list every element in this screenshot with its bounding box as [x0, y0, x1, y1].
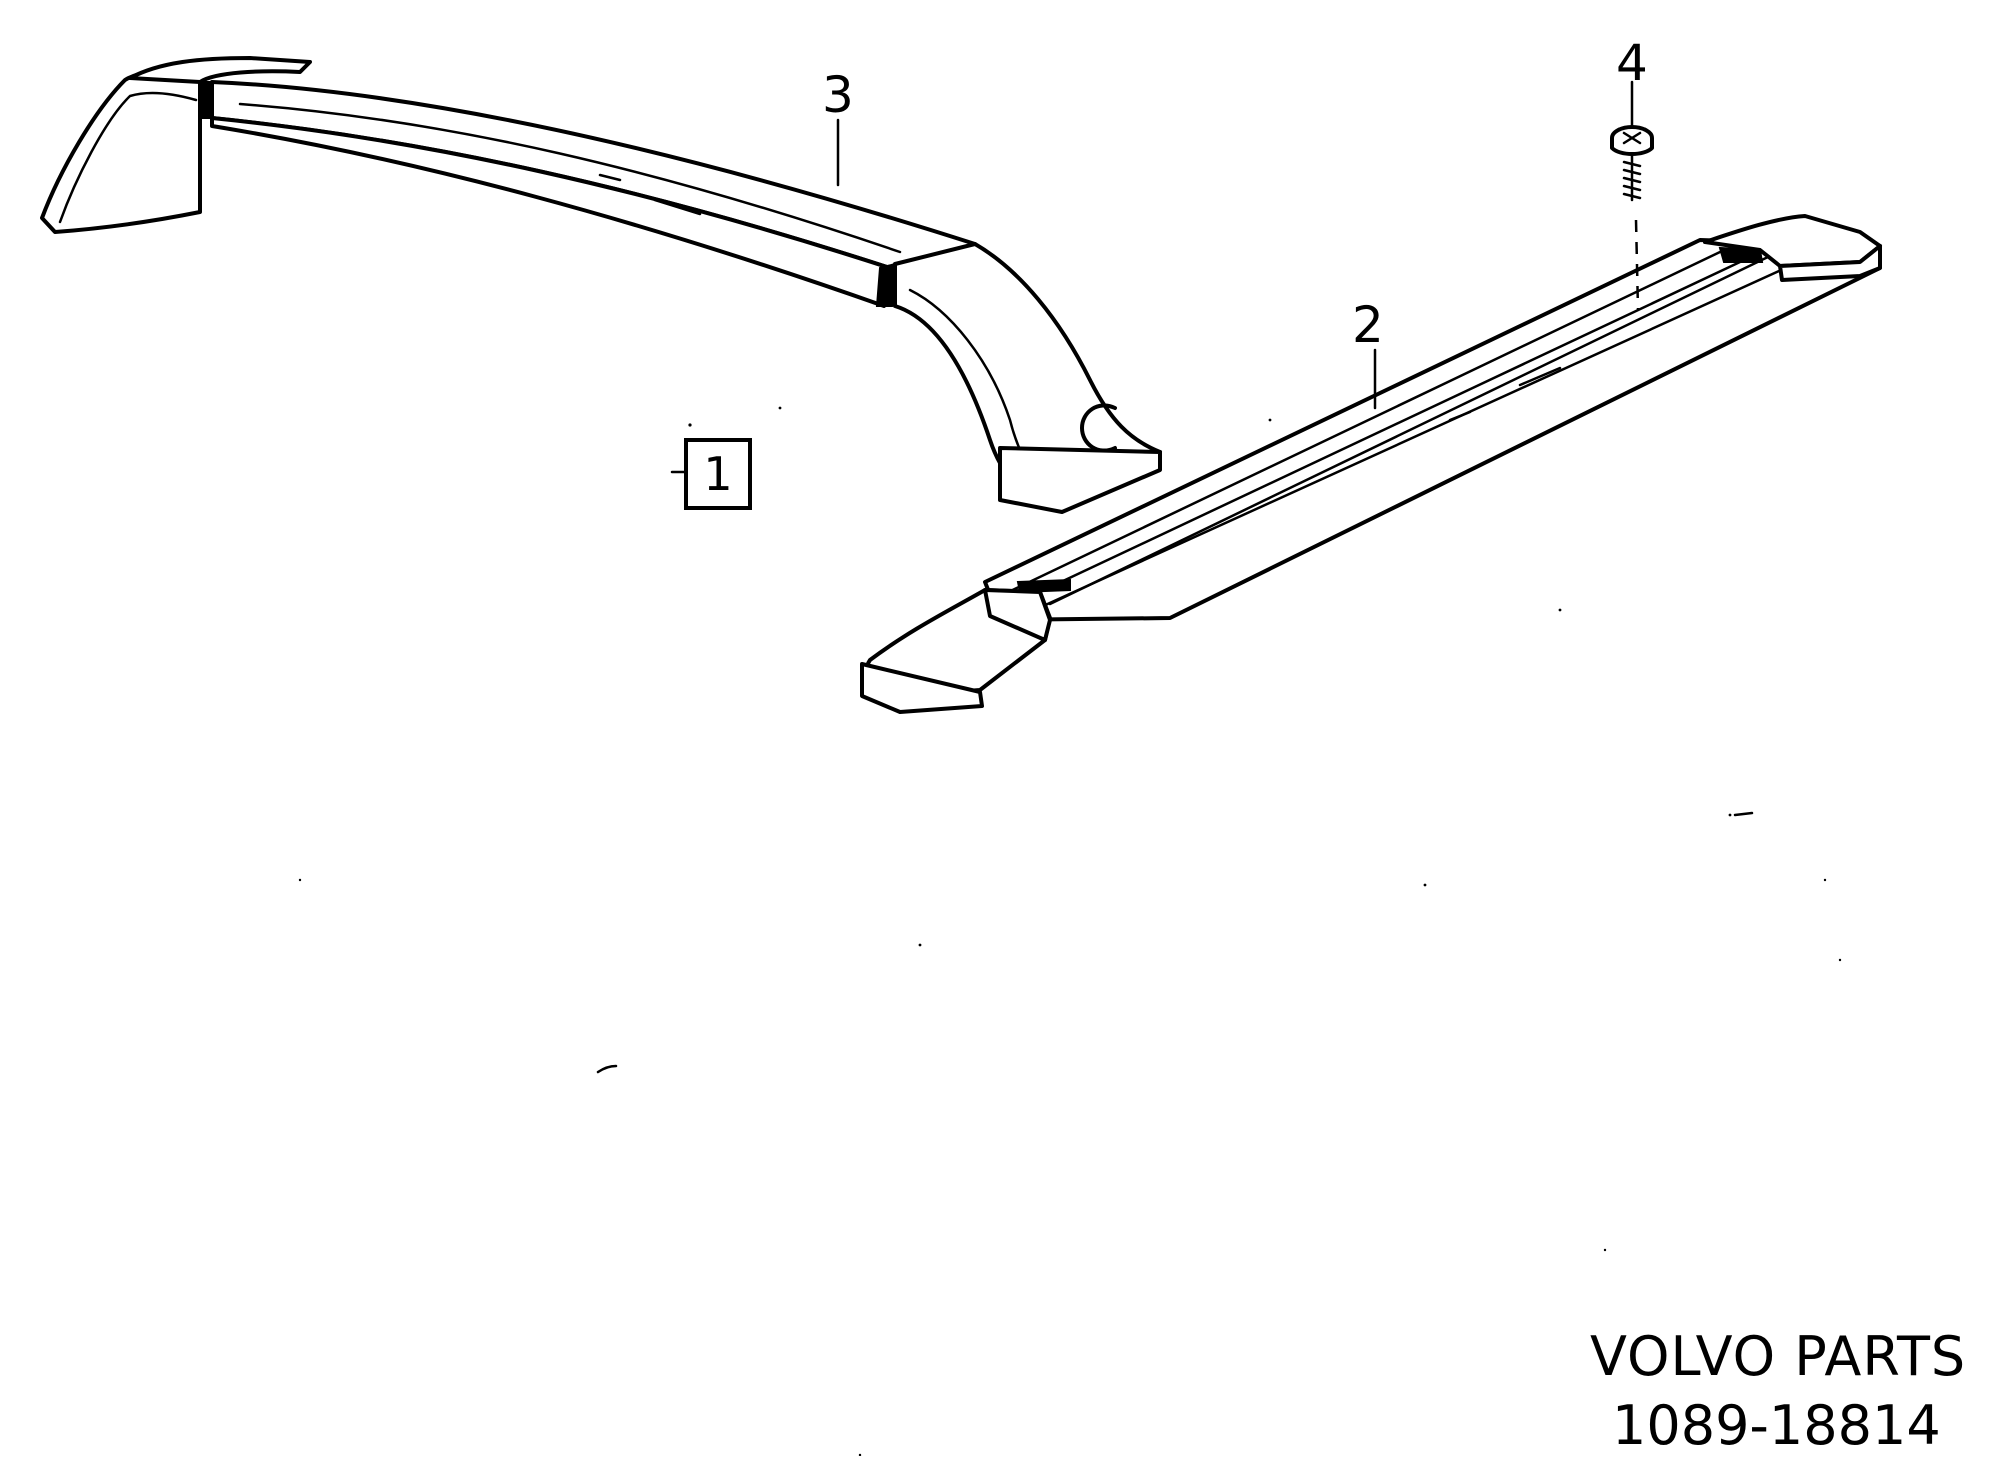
- footer-brand: VOLVO PARTS: [1590, 1325, 1967, 1388]
- screw: [1610, 80, 1654, 311]
- roof-rail-side: [860, 214, 1882, 714]
- scan-specks: [298, 406, 1842, 1456]
- footer-drawing-number: 1089-18814: [1612, 1394, 1941, 1457]
- callout-3: 3: [822, 66, 854, 124]
- roof-rail-crossbar: [40, 56, 1162, 514]
- callout-1-boxed: 1: [684, 438, 752, 510]
- callout-4: 4: [1616, 34, 1648, 92]
- callout-2: 2: [1352, 296, 1384, 354]
